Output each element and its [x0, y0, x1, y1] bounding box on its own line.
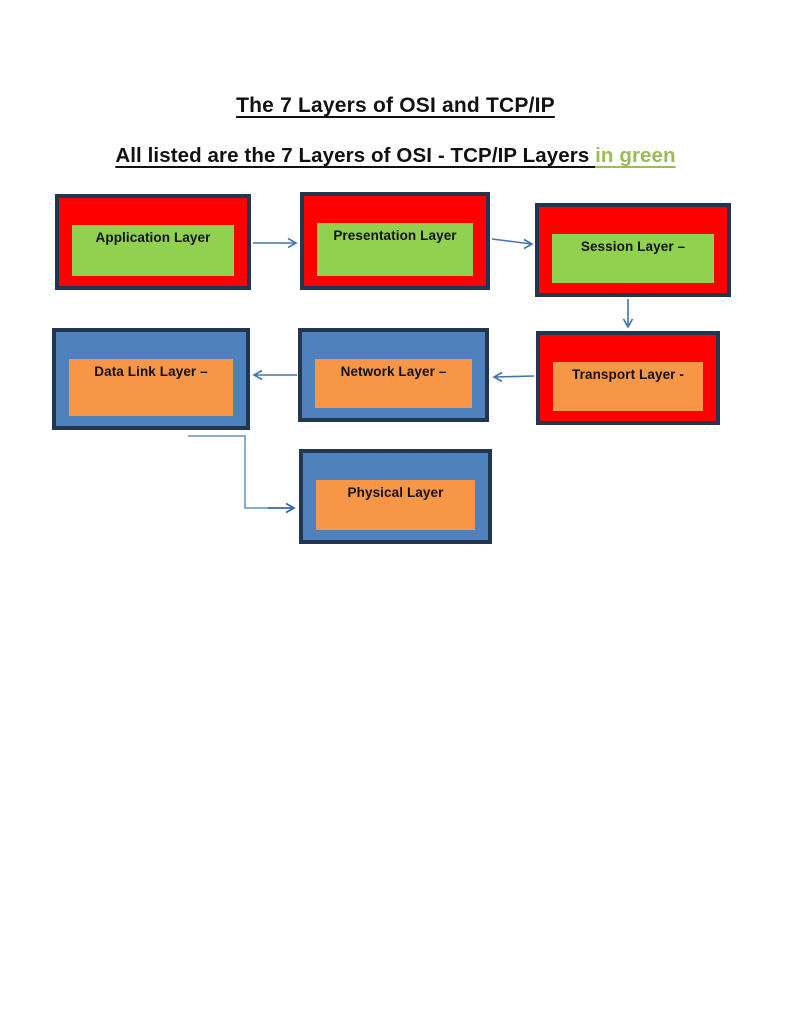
node-application-layer: Application Layer	[55, 194, 251, 290]
connector-presentation-to-session	[491, 238, 533, 245]
node-presentation-layer: Presentation Layer	[300, 192, 490, 290]
node-network-layer-label: Network Layer –	[340, 364, 447, 379]
arrowhead-elbow-to-physical	[285, 502, 296, 514]
node-network-layer: Network Layer –	[298, 328, 489, 422]
node-physical-layer-label: Physical Layer	[347, 485, 444, 500]
node-data-link-layer: Data Link Layer –	[52, 328, 250, 430]
subtitle-main-text: All listed are the 7 Layers of OSI - TCP…	[115, 144, 596, 167]
node-presentation-layer-label: Presentation Layer	[333, 228, 457, 243]
header: The 7 Layers of OSI and TCP/IP All liste…	[0, 94, 791, 168]
node-transport-layer-label: Transport Layer -	[572, 367, 684, 382]
node-application-layer-label: Application Layer	[95, 230, 211, 245]
node-presentation-layer-inner: Presentation Layer	[317, 223, 473, 276]
subtitle-green-highlight: in green	[595, 144, 676, 167]
node-network-layer-inner: Network Layer –	[315, 359, 472, 408]
node-physical-layer-inner: Physical Layer	[316, 480, 475, 530]
node-transport-layer-inner: Transport Layer -	[553, 362, 703, 411]
node-data-link-layer-inner: Data Link Layer –	[69, 359, 233, 416]
connector-datalink-elbow	[188, 435, 270, 509]
arrowhead-presentation-to-session	[523, 238, 534, 250]
node-data-link-layer-label: Data Link Layer –	[94, 364, 208, 379]
page-subtitle: All listed are the 7 Layers of OSI - TCP…	[0, 144, 791, 168]
node-application-layer-inner: Application Layer	[72, 225, 234, 276]
node-session-layer-inner: Session Layer –	[552, 234, 714, 283]
arrowhead-network-to-datalink	[252, 369, 263, 381]
page-title: The 7 Layers of OSI and TCP/IP	[236, 94, 555, 117]
node-session-layer: Session Layer –	[535, 203, 731, 297]
arrowhead-session-to-transport	[622, 318, 634, 329]
arrowhead-application-to-presentation	[287, 237, 298, 249]
node-physical-layer: Physical Layer	[299, 449, 492, 544]
arrowhead-transport-to-network	[492, 371, 503, 383]
connector-transport-to-network	[493, 375, 535, 378]
node-session-layer-label: Session Layer –	[580, 239, 686, 254]
node-transport-layer: Transport Layer -	[536, 331, 720, 425]
